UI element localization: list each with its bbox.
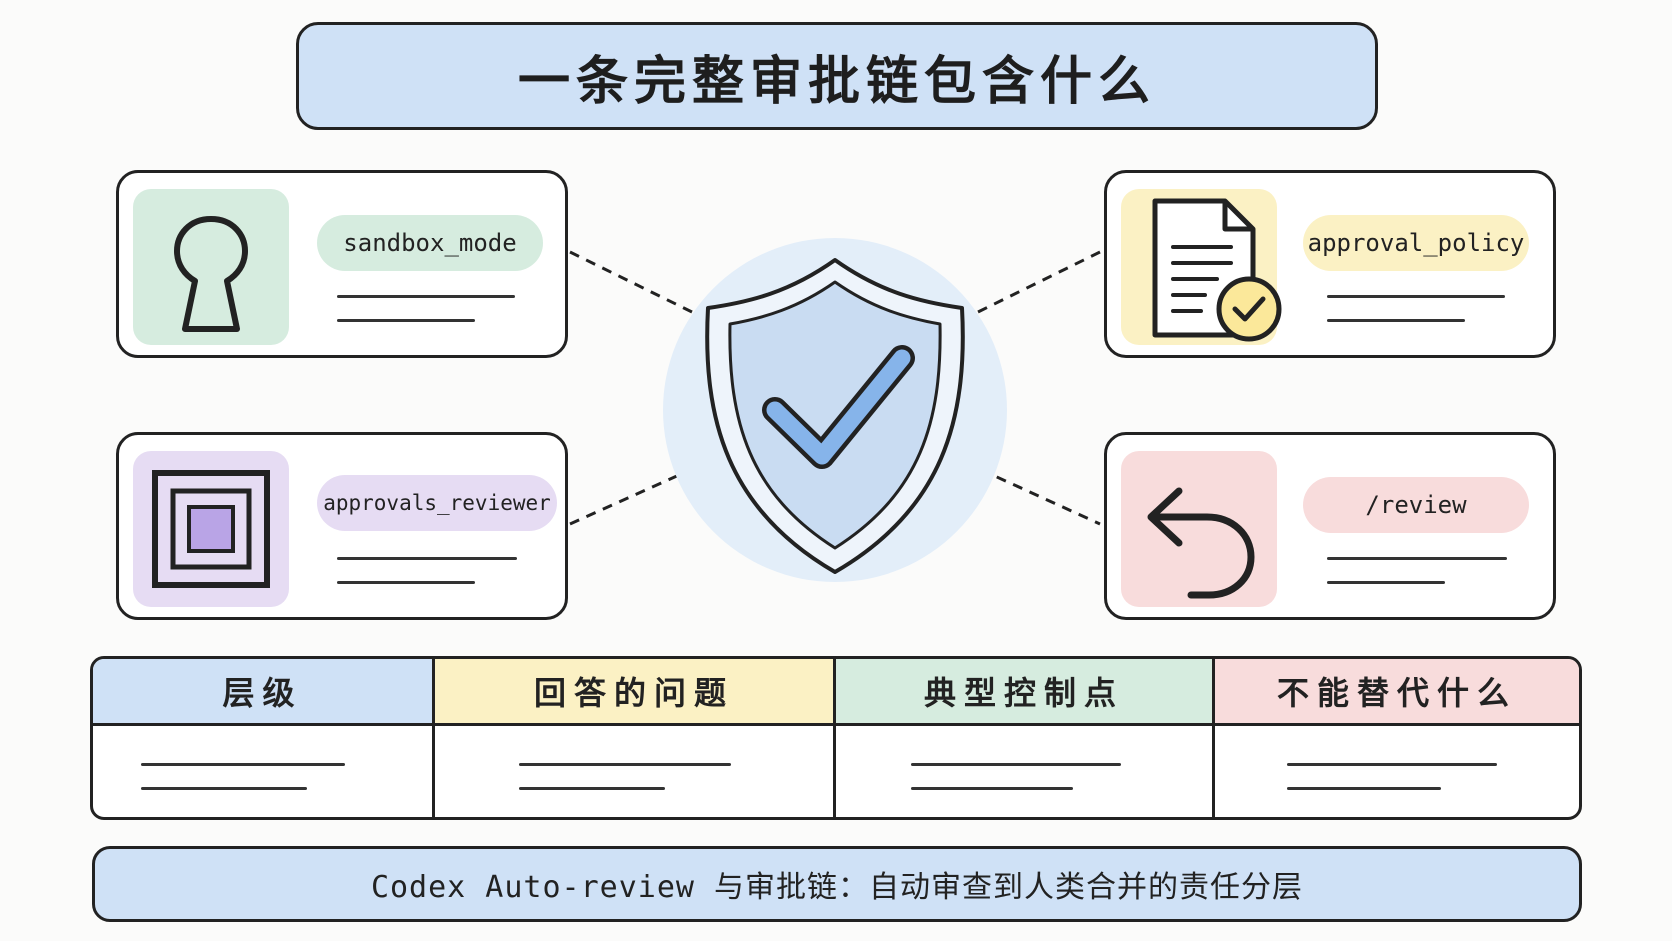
placeholder-line (141, 787, 307, 790)
card-label-review: /review (1303, 477, 1529, 533)
placeholder-line (141, 763, 345, 766)
placeholder-line (337, 295, 515, 298)
icon-box-sandbox-mode (133, 189, 289, 345)
placeholder-line (1287, 787, 1441, 790)
placeholder-line (1287, 763, 1497, 766)
placeholder-line (1327, 557, 1507, 560)
placeholder-line (337, 319, 475, 322)
card-review: /review (1104, 432, 1556, 620)
card-label-sandbox-mode: sandbox_mode (317, 215, 543, 271)
card-approval-policy: approval_policy (1104, 170, 1556, 358)
card-label-approval-policy: approval_policy (1303, 215, 1529, 271)
layer-table: 层级 回答的问题 典型控制点 不能替代什么 (90, 656, 1582, 820)
placeholder-line (519, 787, 665, 790)
icon-box-approval-policy (1121, 189, 1282, 345)
shield-check-icon (663, 238, 1007, 582)
table-header-control-point: 典型控制点 (836, 659, 1212, 723)
icon-box-review (1121, 451, 1277, 607)
table-divider (1212, 659, 1215, 817)
placeholder-line (911, 763, 1121, 766)
keyhole-icon (174, 216, 248, 332)
placeholder-line (1327, 581, 1445, 584)
table-header-not-replace: 不能替代什么 (1215, 659, 1579, 723)
table-header-question: 回答的问题 (435, 659, 833, 723)
icon-box-approvals-reviewer (133, 451, 289, 607)
table-divider (833, 659, 836, 817)
card-approvals-reviewer: approvals_reviewer (116, 432, 568, 620)
placeholder-line (1327, 319, 1465, 322)
footer-banner: Codex Auto-review 与审批链：自动审查到人类合并的责任分层 (92, 846, 1582, 922)
title-banner: 一条完整审批链包含什么 (296, 22, 1378, 130)
card-label-approvals-reviewer: approvals_reviewer (317, 475, 557, 531)
undo-arrow-icon (1147, 487, 1255, 599)
page-title: 一条完整审批链包含什么 (517, 51, 1156, 112)
placeholder-line (1327, 295, 1505, 298)
card-sandbox-mode: sandbox_mode (116, 170, 568, 358)
footer-caption: Codex Auto-review 与审批链：自动审查到人类合并的责任分层 (370, 870, 1304, 905)
table-header-layer: 层级 (93, 659, 432, 723)
placeholder-line (337, 557, 517, 560)
placeholder-line (911, 787, 1073, 790)
table-divider (432, 659, 435, 817)
table-header-row: 层级 回答的问题 典型控制点 不能替代什么 (93, 659, 1579, 726)
nested-square-icon (152, 470, 270, 588)
placeholder-line (337, 581, 475, 584)
document-check-icon (1152, 198, 1282, 342)
placeholder-line (519, 763, 731, 766)
